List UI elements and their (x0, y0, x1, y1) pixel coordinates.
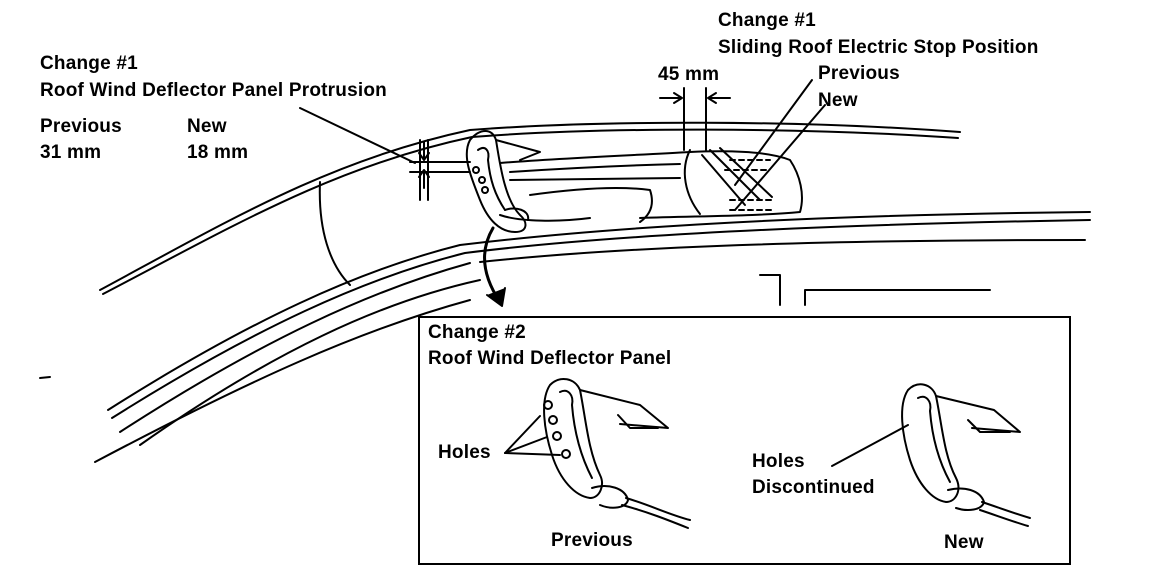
roof-body-lines (39, 121, 1091, 463)
stop-previous-label: Previous (818, 63, 900, 84)
change2-subtitle: Roof Wind Deflector Panel (428, 348, 672, 369)
protrusion-new-label: New (187, 116, 227, 137)
change2-title: Change #2 (428, 322, 526, 343)
protrusion-dimension (409, 139, 471, 201)
roof-deflector-panel (465, 130, 541, 233)
stop-dimension-value: 45 mm (658, 64, 720, 85)
change1-protrusion-subtitle: Roof Wind Deflector Panel Protrusion (40, 80, 387, 101)
protrusion-previous-value: 31 mm (40, 142, 102, 163)
leader-lines (299, 79, 826, 211)
sunroof-opening (499, 147, 803, 223)
change1-protrusion-title: Change #1 (40, 53, 138, 74)
stop-new-label: New (818, 90, 858, 111)
new-caption: New (944, 532, 984, 553)
stop-position-dimension (659, 87, 731, 151)
change1-stop-subtitle: Sliding Roof Electric Stop Position (718, 37, 1039, 58)
change1-stop-title: Change #1 (718, 10, 816, 31)
change2-detail-box (418, 316, 1071, 565)
detail-callout-arrow (483, 226, 506, 307)
holes-label: Holes (438, 442, 491, 463)
protrusion-new-value: 18 mm (187, 142, 249, 163)
holes-discontinued-label-line2: Discontinued (752, 477, 875, 498)
previous-caption: Previous (551, 530, 633, 551)
previous-deflector-illustration (504, 378, 691, 529)
new-deflector-illustration (831, 383, 1031, 527)
protrusion-previous-label: Previous (40, 116, 122, 137)
holes-discontinued-label-line1: Holes (752, 451, 805, 472)
